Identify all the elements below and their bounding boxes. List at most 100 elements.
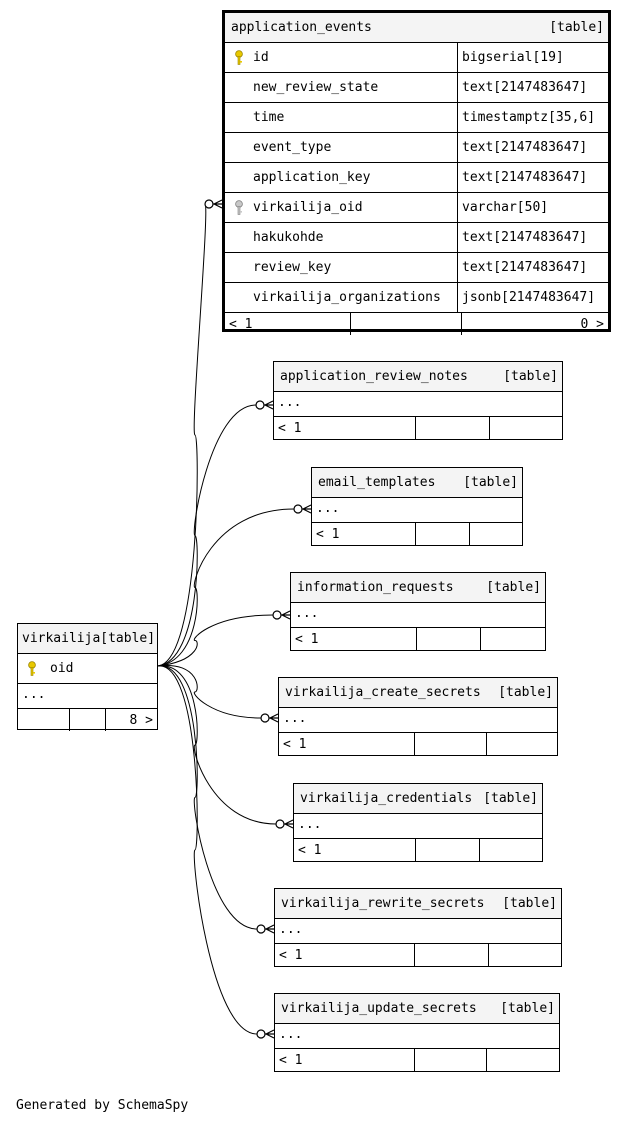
column-name-cell: application_key: [225, 163, 458, 192]
column-name: review_key: [253, 260, 332, 275]
rel-virkailija-create-secrets: [157, 665, 279, 723]
footer-parents: < 1: [291, 628, 417, 650]
column-type: jsonb[2147483647]: [462, 290, 596, 305]
table-application-events[interactable]: application_events [table] id bigserial[1…: [222, 10, 611, 335]
table-header: email_templates [table]: [312, 468, 522, 498]
column-name: time: [253, 110, 285, 125]
table-footer: 8 >: [18, 709, 157, 731]
table-kind: [table]: [502, 896, 557, 911]
more-columns: ...: [275, 1024, 559, 1049]
rel-virkailija-update-secrets: [157, 665, 275, 1039]
footer-spacer: [415, 944, 489, 966]
table-name: email_templates: [318, 475, 436, 490]
column-name: application_key: [253, 170, 371, 185]
footer-children: [481, 628, 545, 650]
table-virkailija-create-secrets[interactable]: virkailija_create_secrets[table]...< 1: [278, 677, 558, 756]
column-name-cell: new_review_state: [225, 73, 458, 102]
table-information-requests[interactable]: information_requests[table]...< 1: [290, 572, 546, 651]
table-kind: [table]: [100, 631, 156, 646]
column-name-cell: id: [225, 43, 458, 72]
more-columns: ...: [294, 814, 542, 839]
table-footer: < 1: [294, 839, 542, 861]
foreign-key-icon: [229, 199, 249, 216]
footer-children: [480, 839, 542, 861]
footer-children: 8 >: [106, 709, 157, 731]
footer-children: [489, 944, 561, 966]
table-kind: [table]: [486, 580, 541, 595]
column-row: time timestamptz[35,6]: [225, 103, 608, 133]
key-icon: [22, 660, 42, 677]
table-kind: [table]: [463, 475, 518, 490]
table-kind: [table]: [503, 369, 558, 384]
footer-spacer: [415, 733, 487, 755]
column-type: varchar[50]: [462, 200, 549, 215]
footer-children: [487, 1049, 559, 1071]
column-row: virkailija_oid varchar[50]: [225, 193, 608, 223]
footer-spacer: [351, 313, 462, 335]
table-header: virkailija_update_secrets[table]: [275, 994, 559, 1024]
rel-application-events: [157, 199, 223, 667]
column-name: virkailija_organizations: [253, 290, 441, 305]
footer-children: [490, 417, 562, 439]
footer-spacer: [416, 417, 490, 439]
table-header: virkailija_create_secrets[table]: [279, 678, 557, 708]
footer-spacer: [417, 628, 481, 650]
footer-children-label: 8 >: [129, 712, 153, 728]
table-name: virkailija_rewrite_secrets: [281, 896, 485, 911]
footer-parents: < 1: [275, 1049, 415, 1071]
rel-application-review-notes: [157, 400, 274, 667]
table-footer: < 1: [312, 523, 522, 545]
more-columns: ...: [279, 708, 557, 733]
generator-credit: Generated by SchemaSpy: [16, 1098, 189, 1113]
footer-children: 0 >: [462, 313, 608, 335]
table-footer: < 1: [291, 628, 545, 650]
table-virkailija-rewrite-secrets[interactable]: virkailija_rewrite_secrets [table]...< 1: [274, 888, 562, 967]
table-application-review-notes[interactable]: application_review_notes[table]...< 1: [273, 361, 563, 440]
rel-virkailija-rewrite-secrets: [157, 665, 275, 934]
more-columns: ...: [291, 603, 545, 628]
column-row: application_key text[2147483647]: [225, 163, 608, 193]
column-type: bigserial[19]: [462, 50, 564, 65]
column-name: oid: [50, 661, 74, 676]
footer-spacer: [70, 709, 106, 731]
column-name-cell: virkailija_oid: [225, 193, 458, 222]
column-name: new_review_state: [253, 80, 379, 95]
column-type: text[2147483647]: [462, 230, 588, 245]
table-header: information_requests[table]: [291, 573, 545, 603]
column-type: text[2147483647]: [462, 170, 588, 185]
rel-email-templates: [157, 504, 312, 667]
column-row: id bigserial[19]: [225, 43, 608, 73]
table-header: application_events [table]: [225, 13, 608, 43]
table-header: virkailija_credentials[table]: [294, 784, 542, 814]
footer-children: [487, 733, 557, 755]
table-virkailija[interactable]: virkailija [table] oid ... 8 >: [17, 623, 158, 731]
table-email-templates[interactable]: email_templates[table]...< 1: [311, 467, 523, 546]
footer-spacer: [416, 839, 480, 861]
more-columns: ...: [275, 919, 561, 944]
footer-spacer: [416, 523, 470, 545]
key-icon: [229, 49, 249, 66]
column-name: id: [253, 50, 269, 65]
footer-children-label: 0 >: [580, 316, 604, 332]
footer-parents: < 1: [294, 839, 416, 861]
column-name-cell: time: [225, 103, 458, 132]
more-columns: ...: [274, 392, 562, 417]
table-header: application_review_notes[table]: [274, 362, 562, 392]
table-virkailija-update-secrets[interactable]: virkailija_update_secrets[table]...< 1: [274, 993, 560, 1072]
table-name: virkailija_credentials: [300, 791, 473, 806]
table-footer: < 1 0 >: [225, 313, 608, 335]
column-type: timestamptz[35,6]: [462, 110, 596, 125]
table-header: virkailija [table]: [18, 624, 157, 654]
column-name: virkailija_oid: [253, 200, 363, 215]
footer-parents: < 1: [275, 944, 415, 966]
table-name: application_events: [231, 20, 372, 35]
table-kind: [table]: [500, 1001, 555, 1016]
footer-parents: < 1: [312, 523, 416, 545]
column-name: event_type: [253, 140, 332, 155]
table-virkailija-credentials[interactable]: virkailija_credentials[table]...< 1: [293, 783, 543, 862]
column-type: text[2147483647]: [462, 80, 588, 95]
footer-parents: [18, 709, 70, 731]
